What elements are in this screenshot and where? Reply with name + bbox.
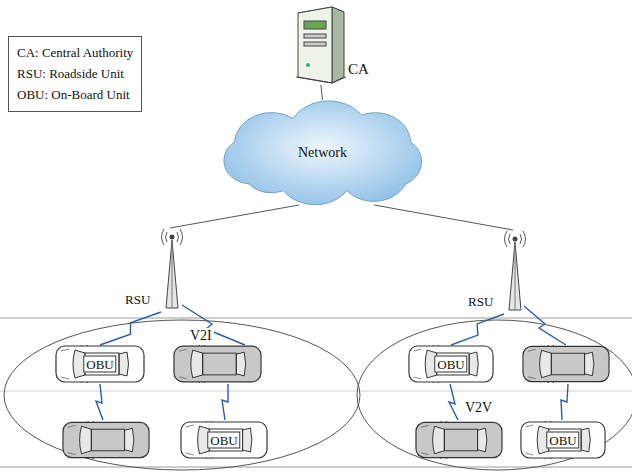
vehicle-obu: OBU [180,421,268,459]
wireless-link [100,312,161,345]
vehicle [416,419,502,460]
wireless-link [96,384,103,420]
vehicle [63,419,149,460]
network-link [170,205,299,228]
vehicle-obu: OBU [408,345,494,383]
link-type-label: V2I [188,328,214,344]
network-link [374,205,513,230]
wireless-link [524,306,566,345]
node-label: Network [298,145,347,161]
network-link [321,85,323,100]
coverage-ellipse [4,320,360,470]
obu-tag: OBU [207,432,240,449]
coverage-ellipse [357,320,632,470]
legend-box: CA: Central AuthorityRSU: Roadside UnitO… [8,36,142,112]
wireless-link [182,305,245,345]
lane-line [0,391,632,392]
vehicle [523,343,609,384]
node-label: CA [348,61,369,78]
legend-entry: OBU: On-Board Unit [17,84,133,105]
vehicle-obu: OBU [55,345,145,383]
server-icon: CA [288,3,382,85]
roadside-unit: RSU [125,228,185,312]
link-type-label: V2V [463,400,494,416]
node-label: RSU [125,292,150,308]
wireless-link [561,384,568,420]
obu-tag: OBU [83,356,116,373]
obu-tag: OBU [546,432,579,449]
wireless-link [449,384,458,420]
node-label: RSU [468,294,493,310]
vehicle-obu: OBU [520,421,606,459]
vehicle [174,343,261,385]
legend-entry: CA: Central Authority [17,42,133,63]
roadside-unit: RSU [468,230,528,314]
obu-tag: OBU [434,356,467,373]
legend-entry: RSU: Roadside Unit [17,63,133,84]
wireless-link [222,384,228,420]
wireless-link [451,314,504,345]
network-cloud: Network [205,100,440,205]
